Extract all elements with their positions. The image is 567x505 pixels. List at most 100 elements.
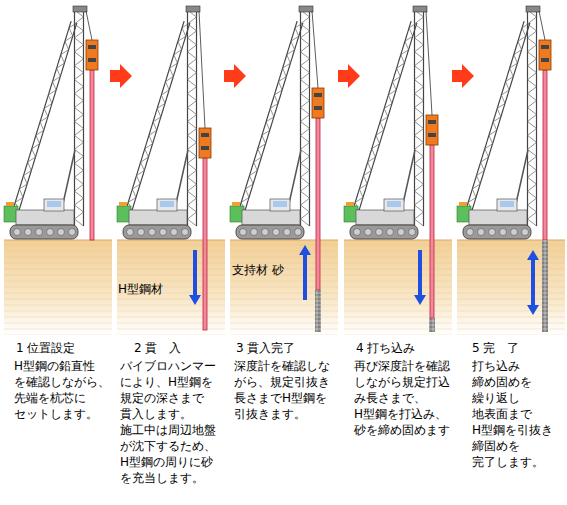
crane-boom bbox=[239, 21, 303, 211]
ground-surface bbox=[4, 240, 112, 241]
step-description: バイブロハンマー により、H型鋼を 規定の深さまで 貫入します。 施工中は周辺地… bbox=[120, 358, 228, 486]
track-wheel bbox=[500, 229, 507, 236]
crane-boom bbox=[466, 21, 530, 211]
counterweight-cap bbox=[6, 202, 14, 206]
motion-arrow bbox=[527, 250, 539, 315]
machine-body bbox=[242, 210, 300, 225]
sand-column bbox=[315, 290, 321, 332]
track-wheel bbox=[511, 229, 518, 236]
step-arrow bbox=[452, 64, 474, 88]
step-arrow bbox=[110, 64, 132, 88]
ground bbox=[230, 240, 338, 335]
sand-column bbox=[542, 240, 548, 332]
step-heading: 3 貫入完了 bbox=[236, 340, 344, 356]
ground-strata bbox=[457, 240, 565, 335]
h-beam bbox=[543, 70, 547, 240]
vibro-hammer bbox=[86, 40, 98, 70]
operator-cab bbox=[270, 199, 290, 211]
track-wheel bbox=[409, 229, 416, 236]
part-label: H型鋼材 bbox=[118, 281, 188, 297]
vibro-hammer bbox=[426, 115, 438, 145]
track-wheel bbox=[376, 229, 383, 236]
track-wheel bbox=[58, 229, 65, 236]
ground-strata bbox=[117, 240, 225, 335]
h-beam bbox=[203, 158, 207, 330]
ground bbox=[344, 240, 452, 335]
track-wheel bbox=[14, 229, 21, 236]
cab-window bbox=[160, 201, 174, 207]
step-description: 深度計を確認しな がら、規定引抜き 長さまでH型鋼を 引抜きます。 bbox=[234, 358, 344, 422]
crawler-track bbox=[10, 225, 78, 239]
motion-arrow bbox=[189, 250, 201, 305]
step-description: H型鋼の鉛直性 を確認しながら、 先端を杭芯に セットします。 bbox=[14, 358, 118, 422]
crawler-track bbox=[350, 225, 418, 239]
track-wheel bbox=[36, 229, 43, 236]
part-label: 支持材 砂 bbox=[232, 262, 298, 278]
machine-body bbox=[469, 210, 527, 225]
h-beam bbox=[430, 145, 434, 318]
track-wheel bbox=[251, 229, 258, 236]
hoist-cable bbox=[426, 11, 432, 115]
track-wheel bbox=[354, 229, 361, 236]
step-heading: 1 位置設定 bbox=[16, 340, 116, 356]
ground bbox=[117, 240, 225, 335]
ground-strata bbox=[4, 240, 112, 335]
cab-window bbox=[47, 201, 61, 207]
pile-driver-panel bbox=[230, 6, 338, 335]
machine-body bbox=[356, 210, 414, 225]
track-wheel bbox=[284, 229, 291, 236]
h-beam bbox=[316, 118, 320, 290]
crane-boom bbox=[13, 21, 77, 211]
crane-boom bbox=[353, 21, 417, 211]
track-wheel bbox=[478, 229, 485, 236]
leader-mast bbox=[75, 10, 84, 226]
step-heading: 2 貫 入 bbox=[134, 340, 234, 356]
track-wheel bbox=[262, 229, 269, 236]
crane-boom bbox=[126, 21, 190, 211]
machine-body bbox=[129, 210, 187, 225]
step-description: 打ち込み 締め固めを 繰り返し 地表面まで H型鋼を引抜き 締固めを 完了します… bbox=[472, 358, 564, 470]
sand-column bbox=[429, 318, 435, 332]
track-wheel bbox=[467, 229, 474, 236]
track-wheel bbox=[182, 229, 189, 236]
vibro-hammer bbox=[539, 40, 551, 70]
operator-cab bbox=[384, 199, 404, 211]
leader-mast bbox=[528, 10, 537, 226]
mast-top bbox=[526, 6, 540, 12]
hoist-cable bbox=[312, 11, 318, 88]
cab-window bbox=[500, 201, 514, 207]
track-wheel bbox=[522, 229, 529, 236]
ground bbox=[457, 240, 565, 335]
track-wheel bbox=[138, 229, 145, 236]
track-wheel bbox=[149, 229, 156, 236]
vibro-hammer bbox=[312, 88, 324, 118]
vibro-hammer bbox=[199, 128, 211, 158]
motion-arrow bbox=[414, 250, 426, 305]
mast-top bbox=[186, 6, 200, 12]
counterweight-cap bbox=[232, 202, 240, 206]
counterweight-cap bbox=[119, 202, 127, 206]
ground bbox=[4, 240, 112, 335]
pile-driver-panel bbox=[457, 6, 565, 335]
machine-body bbox=[16, 210, 74, 225]
operator-cab bbox=[157, 199, 177, 211]
ground-strata bbox=[230, 240, 338, 335]
mast-top bbox=[413, 6, 427, 12]
cab-window bbox=[387, 201, 401, 207]
track-wheel bbox=[171, 229, 178, 236]
track-wheel bbox=[295, 229, 302, 236]
crawler-track bbox=[236, 225, 304, 239]
track-wheel bbox=[398, 229, 405, 236]
ground-surface bbox=[344, 240, 452, 241]
leader-mast bbox=[415, 10, 424, 226]
pile-driver-panel bbox=[344, 6, 452, 335]
step-description: 再び深度計を確認 しながら規定打込 み長さまで、 H型鋼を打込み、 砂を締め固め… bbox=[354, 358, 464, 438]
track-wheel bbox=[25, 229, 32, 236]
ground-surface bbox=[117, 240, 225, 241]
track-wheel bbox=[127, 229, 134, 236]
h-beam bbox=[90, 70, 94, 240]
step-heading: 4 打ち込み bbox=[356, 340, 464, 356]
crawler-track bbox=[463, 225, 531, 239]
hoist-cable bbox=[539, 11, 545, 40]
